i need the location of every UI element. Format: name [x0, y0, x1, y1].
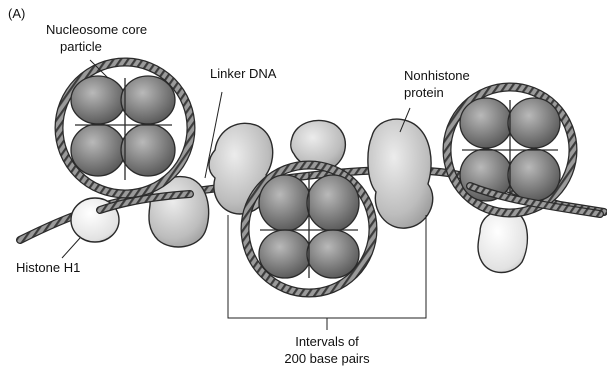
nucleosome-core-particle [245, 165, 373, 293]
panel-label: (A) [8, 6, 25, 22]
pointer-histone-h1 [62, 238, 80, 258]
label-nonhistone-line1: Nonhistone [404, 68, 470, 84]
label-nonhistone-line2: protein [404, 85, 444, 101]
label-nucleosome-core-line1: Nucleosome core [46, 22, 147, 38]
histone-h1 [478, 210, 527, 272]
label-intervals-line2: 200 base pairs [262, 351, 392, 367]
label-nucleosome-core-line2: particle [60, 39, 102, 55]
label-linker-dna: Linker DNA [210, 66, 276, 82]
nonhistone-protein [368, 119, 433, 228]
label-intervals-line1: Intervals of [277, 334, 377, 350]
label-histone-h1: Histone H1 [16, 260, 80, 276]
nucleosome-core-particle [59, 62, 191, 194]
